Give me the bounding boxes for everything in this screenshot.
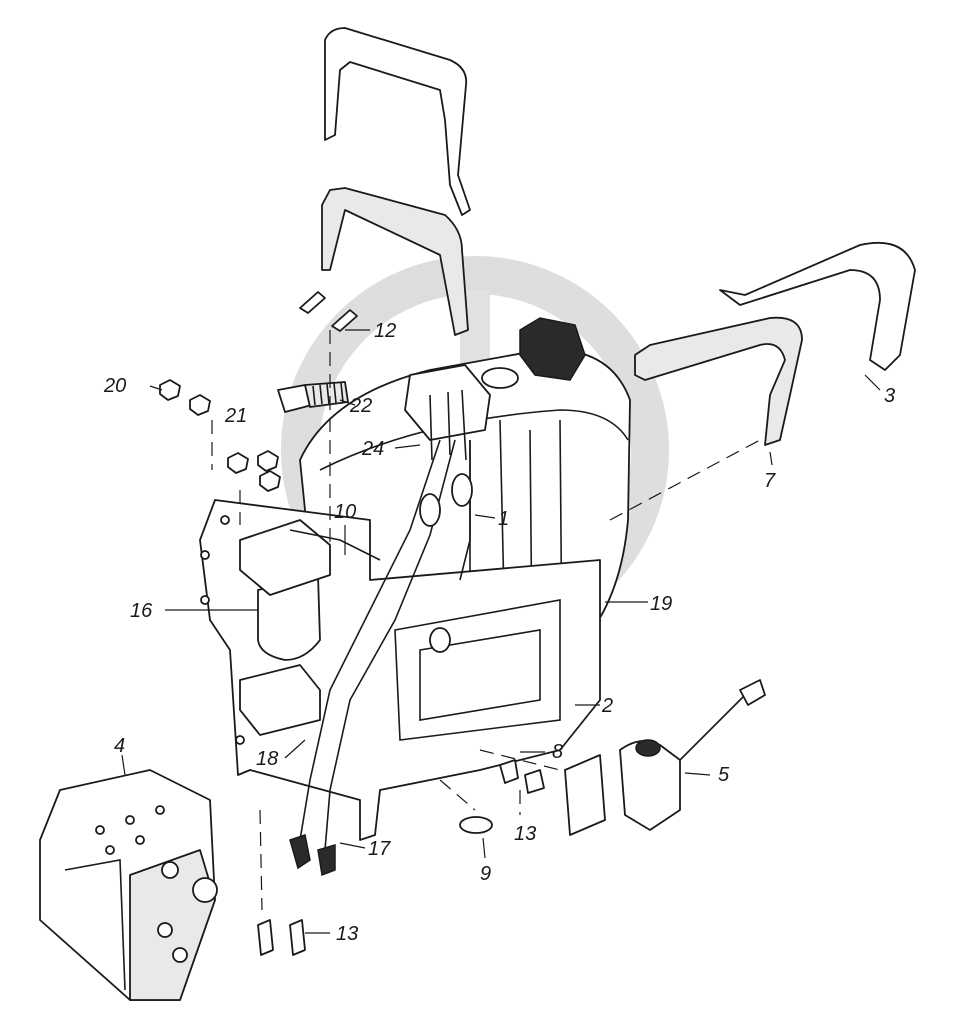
- callout-7: 7: [764, 470, 776, 492]
- fuel-filter: [239, 519, 331, 736]
- callout-13-right: 13: [514, 823, 536, 845]
- valve-block: [39, 769, 218, 1001]
- spring-fitting: [277, 381, 349, 413]
- callout-8: 8: [552, 741, 563, 763]
- callout-12: 12: [374, 320, 396, 342]
- fuel-sender: [404, 364, 491, 461]
- strap-right: [634, 241, 916, 446]
- assembly-lines: [211, 330, 761, 911]
- callout-13-bottom: 13: [336, 923, 358, 945]
- callout-1: 1: [498, 508, 509, 530]
- fuel-hoses: [289, 439, 473, 877]
- callout-labels: 1 2 3 4 5 7 8 9 10 12 13 13 16 17 18 19 …: [103, 320, 895, 945]
- bolts-12: [299, 291, 358, 332]
- clamp-9: [459, 816, 493, 834]
- callout-5: 5: [718, 764, 730, 786]
- callout-17: 17: [368, 838, 391, 860]
- callout-22: 22: [349, 395, 372, 417]
- leader-lines: [121, 329, 881, 934]
- callout-9: 9: [480, 863, 491, 885]
- strap-upper: [321, 27, 471, 336]
- callout-21: 21: [224, 405, 247, 427]
- callout-20: 20: [103, 375, 126, 397]
- callout-10: 10: [334, 501, 356, 523]
- bolts-8-13: [257, 759, 545, 956]
- callout-3: 3: [884, 385, 895, 407]
- callout-2: 2: [601, 695, 613, 717]
- valve-5: [564, 679, 766, 836]
- callout-4: 4: [114, 735, 125, 757]
- callout-16: 16: [130, 600, 153, 622]
- nuts-20-21: [159, 379, 281, 492]
- callout-24: 24: [361, 438, 384, 460]
- callout-19: 19: [650, 593, 672, 615]
- callout-18: 18: [256, 748, 278, 770]
